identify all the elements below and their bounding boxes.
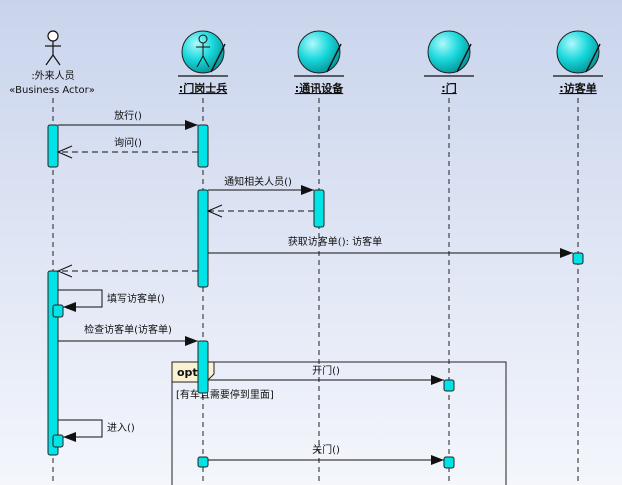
svg-text:获取访客单(): 访客单: 获取访客单(): 访客单 <box>288 235 382 248</box>
lifeline-head-guard[interactable] <box>178 30 228 77</box>
activation-actor-4[interactable] <box>52 434 64 448</box>
svg-text:填写访客单(): 填写访客单() <box>107 292 165 305</box>
message-fill-form[interactable]: 填写访客单() <box>58 289 165 312</box>
message-check-form[interactable]: 检查访客单(访客单) <box>58 323 198 346</box>
message-notify-return[interactable] <box>206 204 314 218</box>
activation-guard-1[interactable] <box>197 124 209 168</box>
actor-icon[interactable] <box>45 30 61 66</box>
activation-form-1[interactable] <box>572 252 584 265</box>
activation-comm-1[interactable] <box>313 189 325 228</box>
svg-text:检查访客单(访客单): 检查访客单(访客单) <box>84 323 172 336</box>
svg-text:通知相关人员(): 通知相关人员() <box>224 175 292 188</box>
lifeline-label-form: :访客单 <box>559 81 596 95</box>
fragment-operator: opt <box>177 366 198 379</box>
actor-name: :外来人员 <box>31 70 74 82</box>
fragment-guard: [有车且需要停到里面] <box>176 388 274 401</box>
activation-actor-1[interactable] <box>47 124 59 168</box>
lifeline-label-guard: :门岗士兵 <box>179 81 227 95</box>
actor-stereotype: «Business Actor» <box>9 85 95 96</box>
guard-figure-icon <box>196 34 210 68</box>
lifeline-head-comm[interactable] <box>294 30 344 77</box>
activation-guard-2[interactable] <box>197 189 209 288</box>
lifeline-label-door: :门 <box>441 81 456 95</box>
svg-text:关门(): 关门() <box>312 443 340 456</box>
activation-door-1[interactable] <box>443 379 455 392</box>
message-ask-return[interactable]: 询问() <box>56 136 198 159</box>
svg-text:询问(): 询问() <box>114 136 142 149</box>
svg-text:放行(): 放行() <box>114 109 142 122</box>
activation-door-2[interactable] <box>443 456 455 469</box>
message-form-return[interactable] <box>56 264 198 278</box>
message-notify[interactable]: 通知相关人员() <box>208 175 314 195</box>
activation-guard-3[interactable] <box>197 340 209 394</box>
activation-actor-3[interactable] <box>52 304 64 318</box>
svg-text:开门(): 开门() <box>312 364 340 377</box>
message-open-door[interactable]: 开门() <box>208 364 444 385</box>
message-release[interactable]: 放行() <box>58 109 198 130</box>
lifeline-label-comm: :通讯设备 <box>295 81 344 95</box>
svg-text:进入(): 进入() <box>107 422 135 434</box>
message-get-form[interactable]: 获取访客单(): 访客单 <box>208 235 573 258</box>
activation-guard-4[interactable] <box>197 456 209 468</box>
activation-actor-2[interactable] <box>47 270 59 456</box>
lifeline-head-door[interactable] <box>424 30 474 77</box>
lifeline-head-form[interactable] <box>553 30 603 77</box>
message-enter[interactable]: 进入() <box>58 419 135 442</box>
message-close-door[interactable]: 关门() <box>208 443 444 465</box>
